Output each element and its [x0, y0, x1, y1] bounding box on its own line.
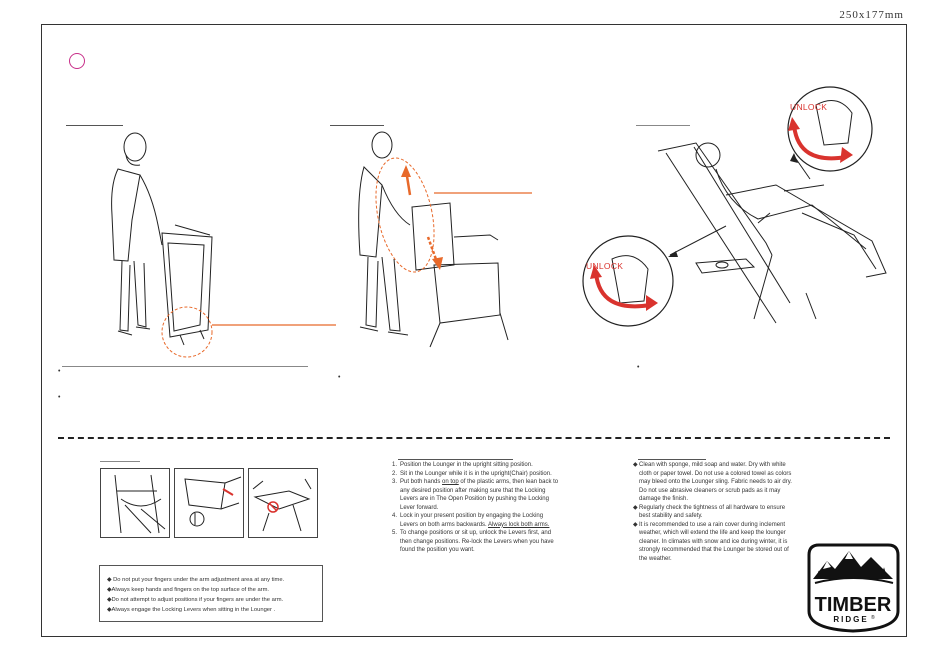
step-item: 3.Put both hands on top of the plastic a…: [392, 479, 559, 511]
registration-circle-icon: [69, 53, 85, 69]
unlock-label-top: UNLOCK: [790, 102, 828, 112]
step-item: 2.Sit in the Lounger while it is in the …: [392, 470, 552, 477]
timber-ridge-logo: TIMBER RIDGE ®: [807, 543, 900, 633]
recline-illustration: [582, 86, 887, 327]
unfold-illustration: [358, 131, 532, 348]
warning-item: ◆ Do not put your fingers under the arm …: [107, 577, 285, 583]
bullet-marker: •: [58, 394, 61, 401]
step-item: 1.Position the Lounger in the upright si…: [392, 462, 533, 468]
warning-item: ◆Do not attempt to adjust positions if y…: [107, 597, 284, 603]
care-instructions: ◆Clean with sponge, mild soap and water.…: [633, 461, 798, 563]
warning-item: ◆Always engage the Locking Levers when s…: [107, 607, 276, 613]
usage-steps: 1.Position the Lounger in the upright si…: [392, 461, 560, 555]
fold-carry-illustration: [111, 132, 336, 358]
bullet-marker: •: [58, 368, 61, 375]
logo-wordmark: TIMBER: [815, 594, 892, 616]
warning-box: ◆ Do not put your fingers under the arm …: [99, 565, 323, 622]
page-frame: [41, 24, 907, 637]
thumbnail-finger-warning: [248, 468, 318, 538]
care-item: ◆It is recommended to use a rain cover d…: [633, 521, 789, 562]
heading-underline: [100, 461, 140, 462]
size-label: 250x177mm: [839, 9, 904, 21]
step-item: 4.Lock in your present position by engag…: [392, 513, 550, 528]
care-item: ◆Regularly check the tightness of all ha…: [633, 504, 786, 520]
text-rule: [62, 366, 308, 367]
thumbnail-arm-area: [100, 468, 170, 538]
heading-underline: [636, 125, 690, 126]
logo-subword: RIDGE: [833, 615, 868, 624]
warning-item: ◆Always keep hands and fingers on the to…: [107, 587, 270, 593]
heading-underline: [398, 459, 513, 460]
unlock-label-bottom: UNLOCK: [586, 261, 624, 271]
heading-underline: [638, 459, 706, 460]
bullet-marker: •: [338, 374, 341, 381]
heading-underline: [330, 125, 384, 126]
cut-line: [58, 437, 890, 439]
step-item: 5.To change positions or sit up, unlock …: [392, 530, 554, 553]
bullet-marker: •: [637, 364, 640, 371]
heading-underline: [66, 125, 123, 126]
care-item: ◆Clean with sponge, mild soap and water.…: [633, 462, 792, 502]
thumbnail-lever-closeup: [174, 468, 244, 538]
registered-mark: ®: [871, 614, 875, 621]
